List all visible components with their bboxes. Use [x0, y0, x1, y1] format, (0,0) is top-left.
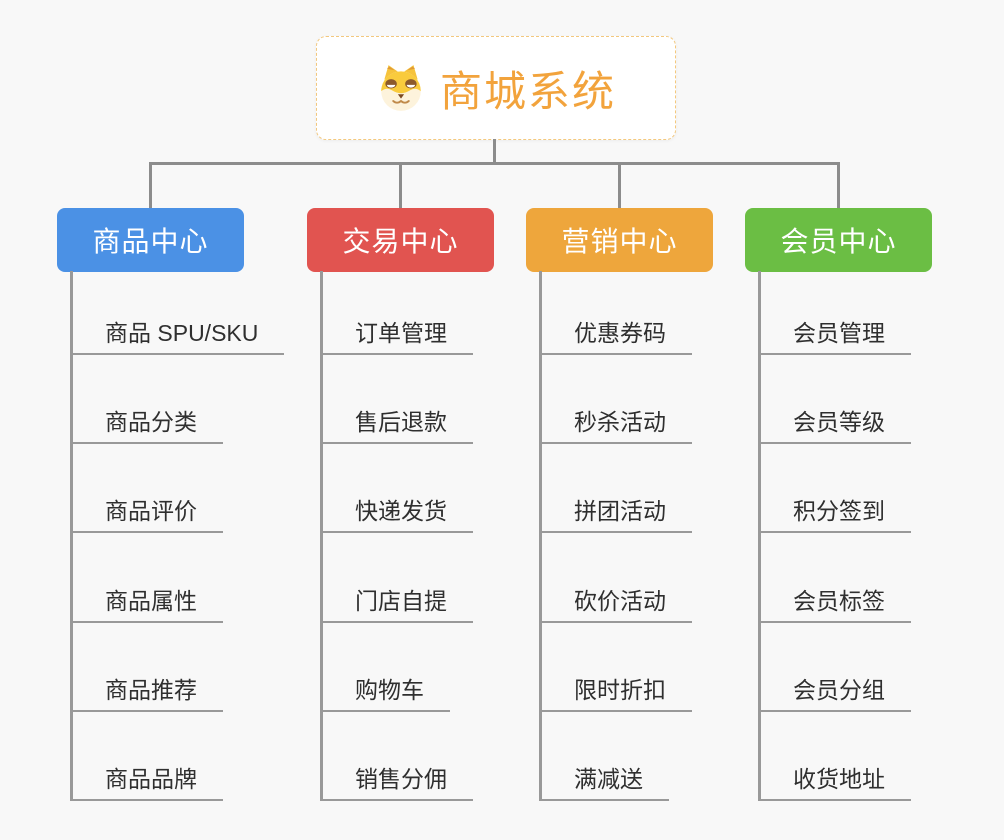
- child-node[interactable]: 秒杀活动: [540, 400, 692, 444]
- connector-horizontal-bar: [149, 162, 840, 165]
- child-node[interactable]: 会员等级: [759, 400, 911, 444]
- child-node[interactable]: 会员标签: [759, 579, 911, 623]
- child-node[interactable]: 商品属性: [71, 579, 223, 623]
- branch-label: 交易中心: [342, 226, 459, 257]
- child-node-label: 收货地址: [793, 766, 885, 792]
- child-node[interactable]: 订单管理: [321, 311, 473, 355]
- root-node-label: 商城系统: [439, 67, 616, 115]
- child-node[interactable]: 售后退款: [321, 400, 473, 444]
- child-node-label: 积分签到: [793, 498, 885, 524]
- child-node[interactable]: 积分签到: [759, 489, 911, 533]
- branch-label: 商品中心: [92, 226, 209, 257]
- connector-root-drop: [493, 139, 496, 165]
- child-node[interactable]: 限时折扣: [540, 668, 692, 712]
- child-node-label: 售后退款: [355, 409, 447, 435]
- child-node-label: 会员管理: [793, 320, 885, 346]
- child-node[interactable]: 拼团活动: [540, 489, 692, 533]
- child-node[interactable]: 购物车: [321, 668, 450, 712]
- child-node-label: 门店自提: [355, 588, 447, 614]
- child-node[interactable]: 会员管理: [759, 311, 911, 355]
- child-node-label: 购物车: [355, 677, 424, 703]
- child-node[interactable]: 商品 SPU/SKU: [71, 311, 285, 355]
- connector-drop-marketing: [618, 162, 621, 208]
- child-node-label: 优惠券码: [574, 320, 666, 346]
- branch-spine-marketing: [539, 271, 542, 801]
- branch-spine-trade: [320, 271, 323, 801]
- child-node[interactable]: 砍价活动: [540, 579, 692, 623]
- branch-label: 会员中心: [780, 226, 897, 257]
- child-node-label: 会员等级: [793, 409, 885, 435]
- child-node-label: 商品推荐: [105, 677, 197, 703]
- child-node-label: 商品分类: [105, 409, 197, 435]
- child-node[interactable]: 门店自提: [321, 579, 473, 623]
- branch-node-member-center[interactable]: 会员中心: [745, 208, 932, 272]
- branch-node-trade-center[interactable]: 交易中心: [307, 208, 494, 272]
- child-node[interactable]: 销售分佣: [321, 757, 473, 801]
- shiba-dog-icon: [376, 63, 426, 113]
- child-node-label: 商品 SPU/SKU: [105, 320, 259, 346]
- child-node-label: 会员标签: [793, 588, 885, 614]
- child-node[interactable]: 商品推荐: [71, 668, 223, 712]
- child-node-label: 商品属性: [105, 588, 197, 614]
- child-node[interactable]: 收货地址: [759, 757, 911, 801]
- branch-node-product-center[interactable]: 商品中心: [57, 208, 244, 272]
- root-node-mall-system[interactable]: 商城系统: [316, 36, 676, 140]
- connector-drop-trade: [399, 162, 402, 208]
- child-node[interactable]: 商品评价: [71, 489, 223, 533]
- child-node-label: 满减送: [574, 766, 643, 792]
- connector-drop-product: [149, 162, 152, 208]
- branch-node-marketing-center[interactable]: 营销中心: [526, 208, 713, 272]
- child-node[interactable]: 会员分组: [759, 668, 911, 712]
- child-node-label: 订单管理: [355, 320, 447, 346]
- child-node[interactable]: 商品分类: [71, 400, 223, 444]
- child-node-label: 销售分佣: [355, 766, 447, 792]
- child-node[interactable]: 商品品牌: [71, 757, 223, 801]
- child-node-label: 限时折扣: [574, 677, 666, 703]
- child-node-label: 秒杀活动: [574, 409, 666, 435]
- child-node-label: 拼团活动: [574, 498, 666, 524]
- branch-spine-member: [758, 271, 761, 801]
- branch-label: 营销中心: [561, 226, 678, 257]
- child-node-label: 商品评价: [105, 498, 197, 524]
- child-node[interactable]: 优惠券码: [540, 311, 692, 355]
- child-node-label: 商品品牌: [105, 766, 197, 792]
- child-node[interactable]: 满减送: [540, 757, 669, 801]
- child-node-label: 会员分组: [793, 677, 885, 703]
- child-node-label: 砍价活动: [574, 588, 666, 614]
- connector-drop-member: [837, 162, 840, 208]
- branch-spine-product: [70, 271, 73, 801]
- child-node-label: 快递发货: [355, 498, 447, 524]
- child-node[interactable]: 快递发货: [321, 489, 473, 533]
